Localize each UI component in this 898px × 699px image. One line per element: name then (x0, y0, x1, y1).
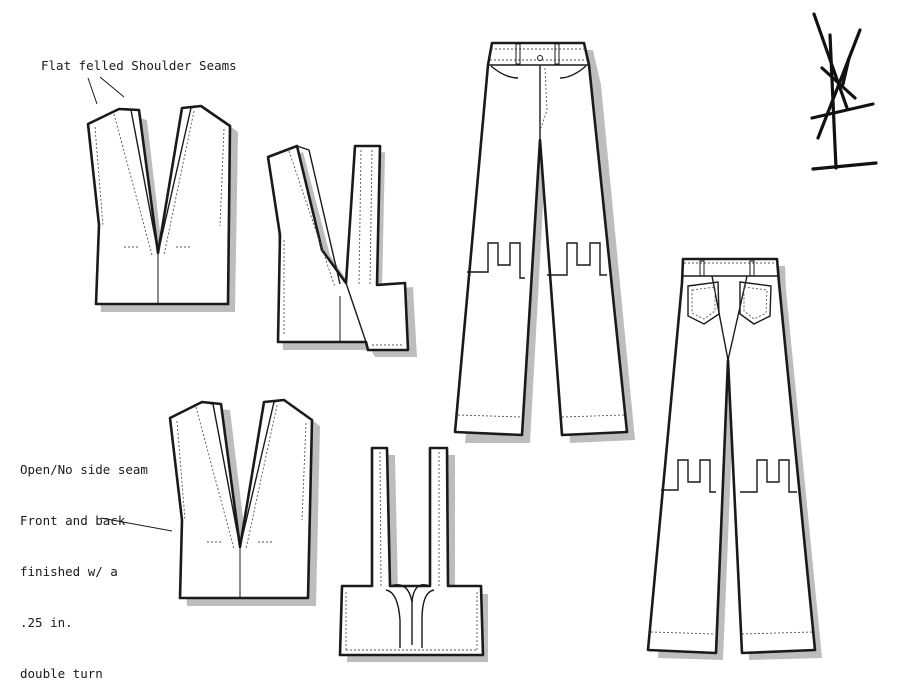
vest-front-top (86, 104, 238, 312)
side-seam-line-4: .25 in. (20, 615, 73, 630)
side-seam-line-3: finished w/ a (20, 564, 118, 579)
shoulder-leader-lines (87, 76, 125, 105)
vest-side-top (266, 144, 417, 357)
designer-logo-icon (810, 12, 878, 171)
vest-back-bottom (338, 446, 488, 662)
side-seam-line-5: double turn (20, 666, 103, 681)
side-seam-leader-line (100, 517, 173, 532)
side-seam-line-2: Front and back (20, 513, 126, 528)
pants-back (646, 257, 822, 660)
side-seam-annotation: Open/No side seam Front and back finishe… (20, 427, 148, 699)
shoulder-seam-annotation: Flat felled Shoulder Seams (41, 58, 237, 73)
side-seam-line-1: Open/No side seam (20, 462, 148, 477)
vest-front-bottom (168, 398, 320, 606)
pants-front (453, 41, 635, 443)
